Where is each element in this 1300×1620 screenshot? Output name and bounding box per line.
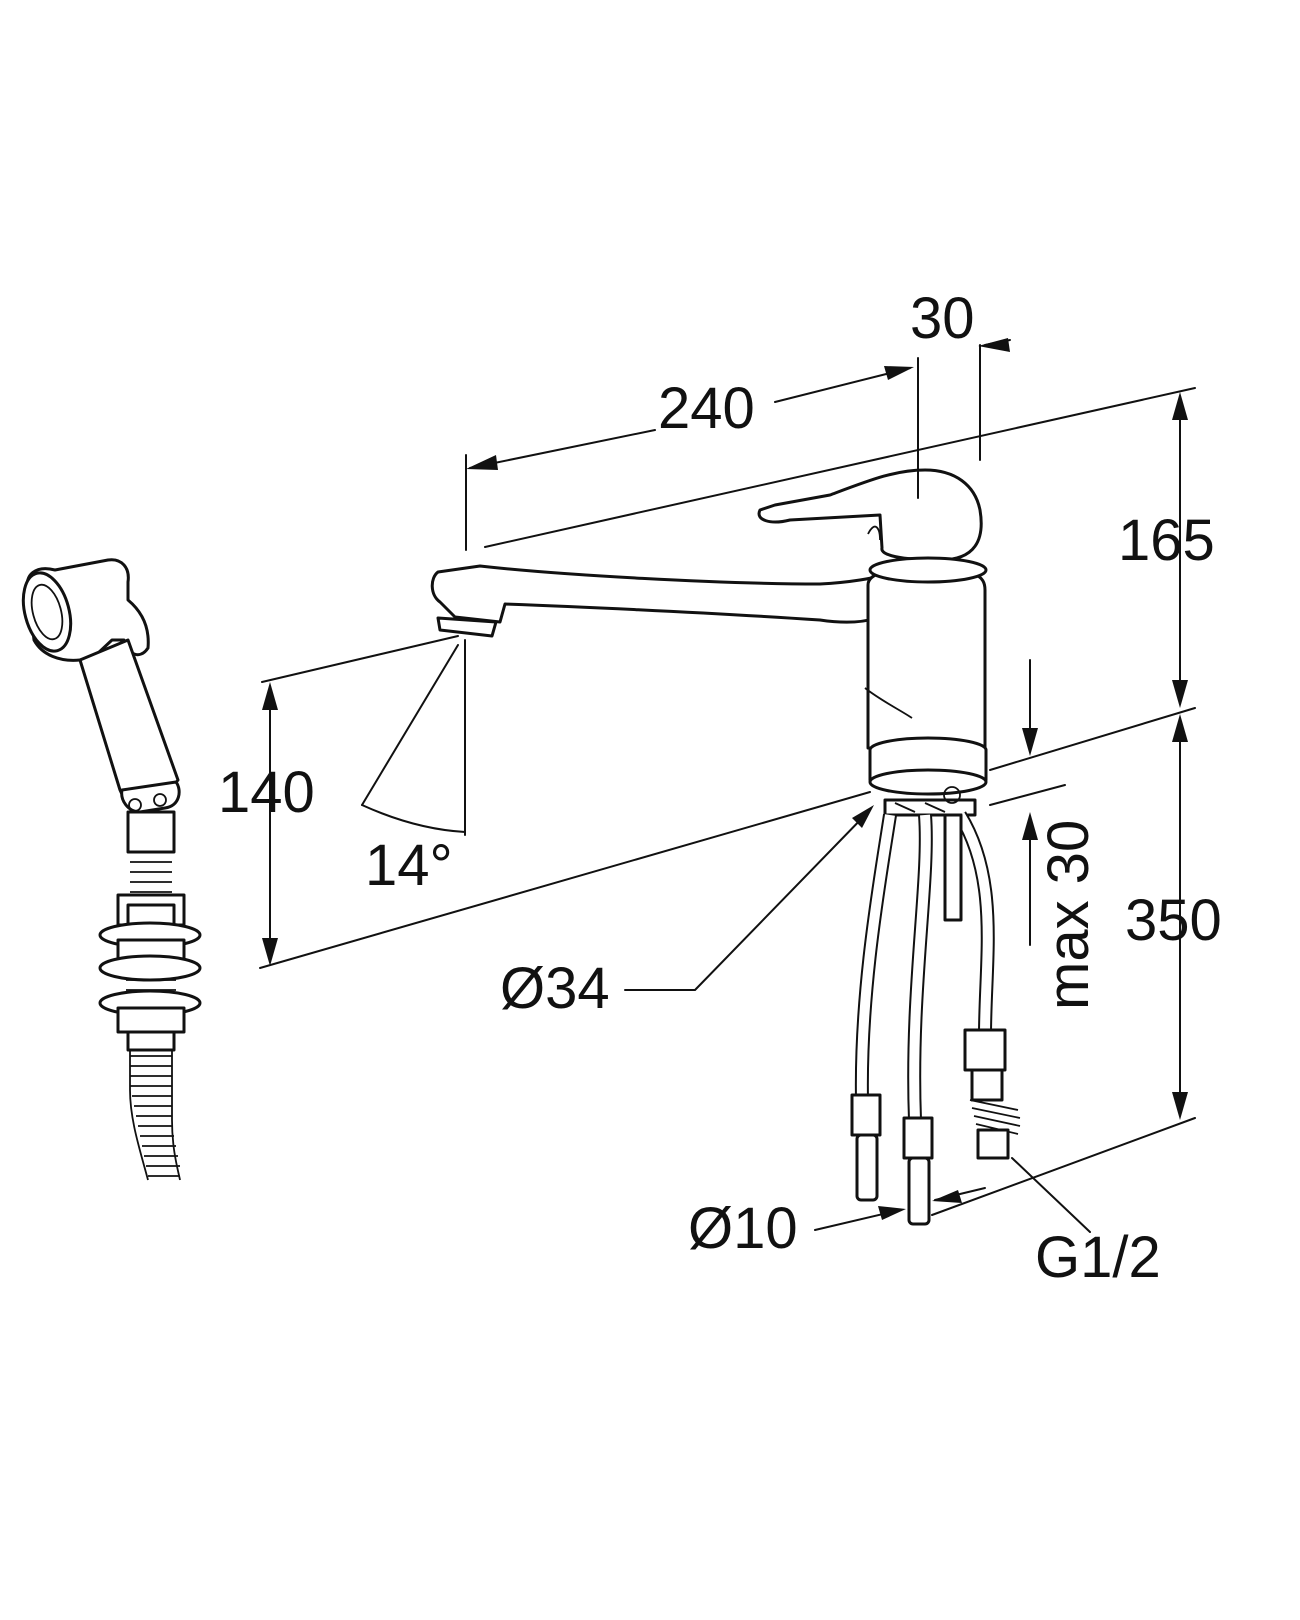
dim-hose-length-350: 350 bbox=[1125, 888, 1222, 953]
dimension-lines bbox=[259, 338, 1196, 1233]
dim-height-140: 140 bbox=[218, 760, 315, 825]
dim-length-240: 240 bbox=[658, 376, 755, 441]
hand-shower-icon bbox=[21, 558, 202, 1181]
dim-height-165: 165 bbox=[1118, 508, 1215, 573]
dim-thread-g12: G1/2 bbox=[1035, 1225, 1161, 1290]
dim-hole-diameter: Ø34 bbox=[500, 956, 610, 1021]
dim-pipe-diameter: Ø10 bbox=[688, 1196, 798, 1261]
dim-deck-thickness: max 30 bbox=[1036, 820, 1101, 1010]
dim-angle-14: 14° bbox=[365, 833, 453, 898]
mixer-faucet-icon bbox=[430, 468, 1021, 1226]
dim-width-30: 30 bbox=[910, 286, 975, 351]
